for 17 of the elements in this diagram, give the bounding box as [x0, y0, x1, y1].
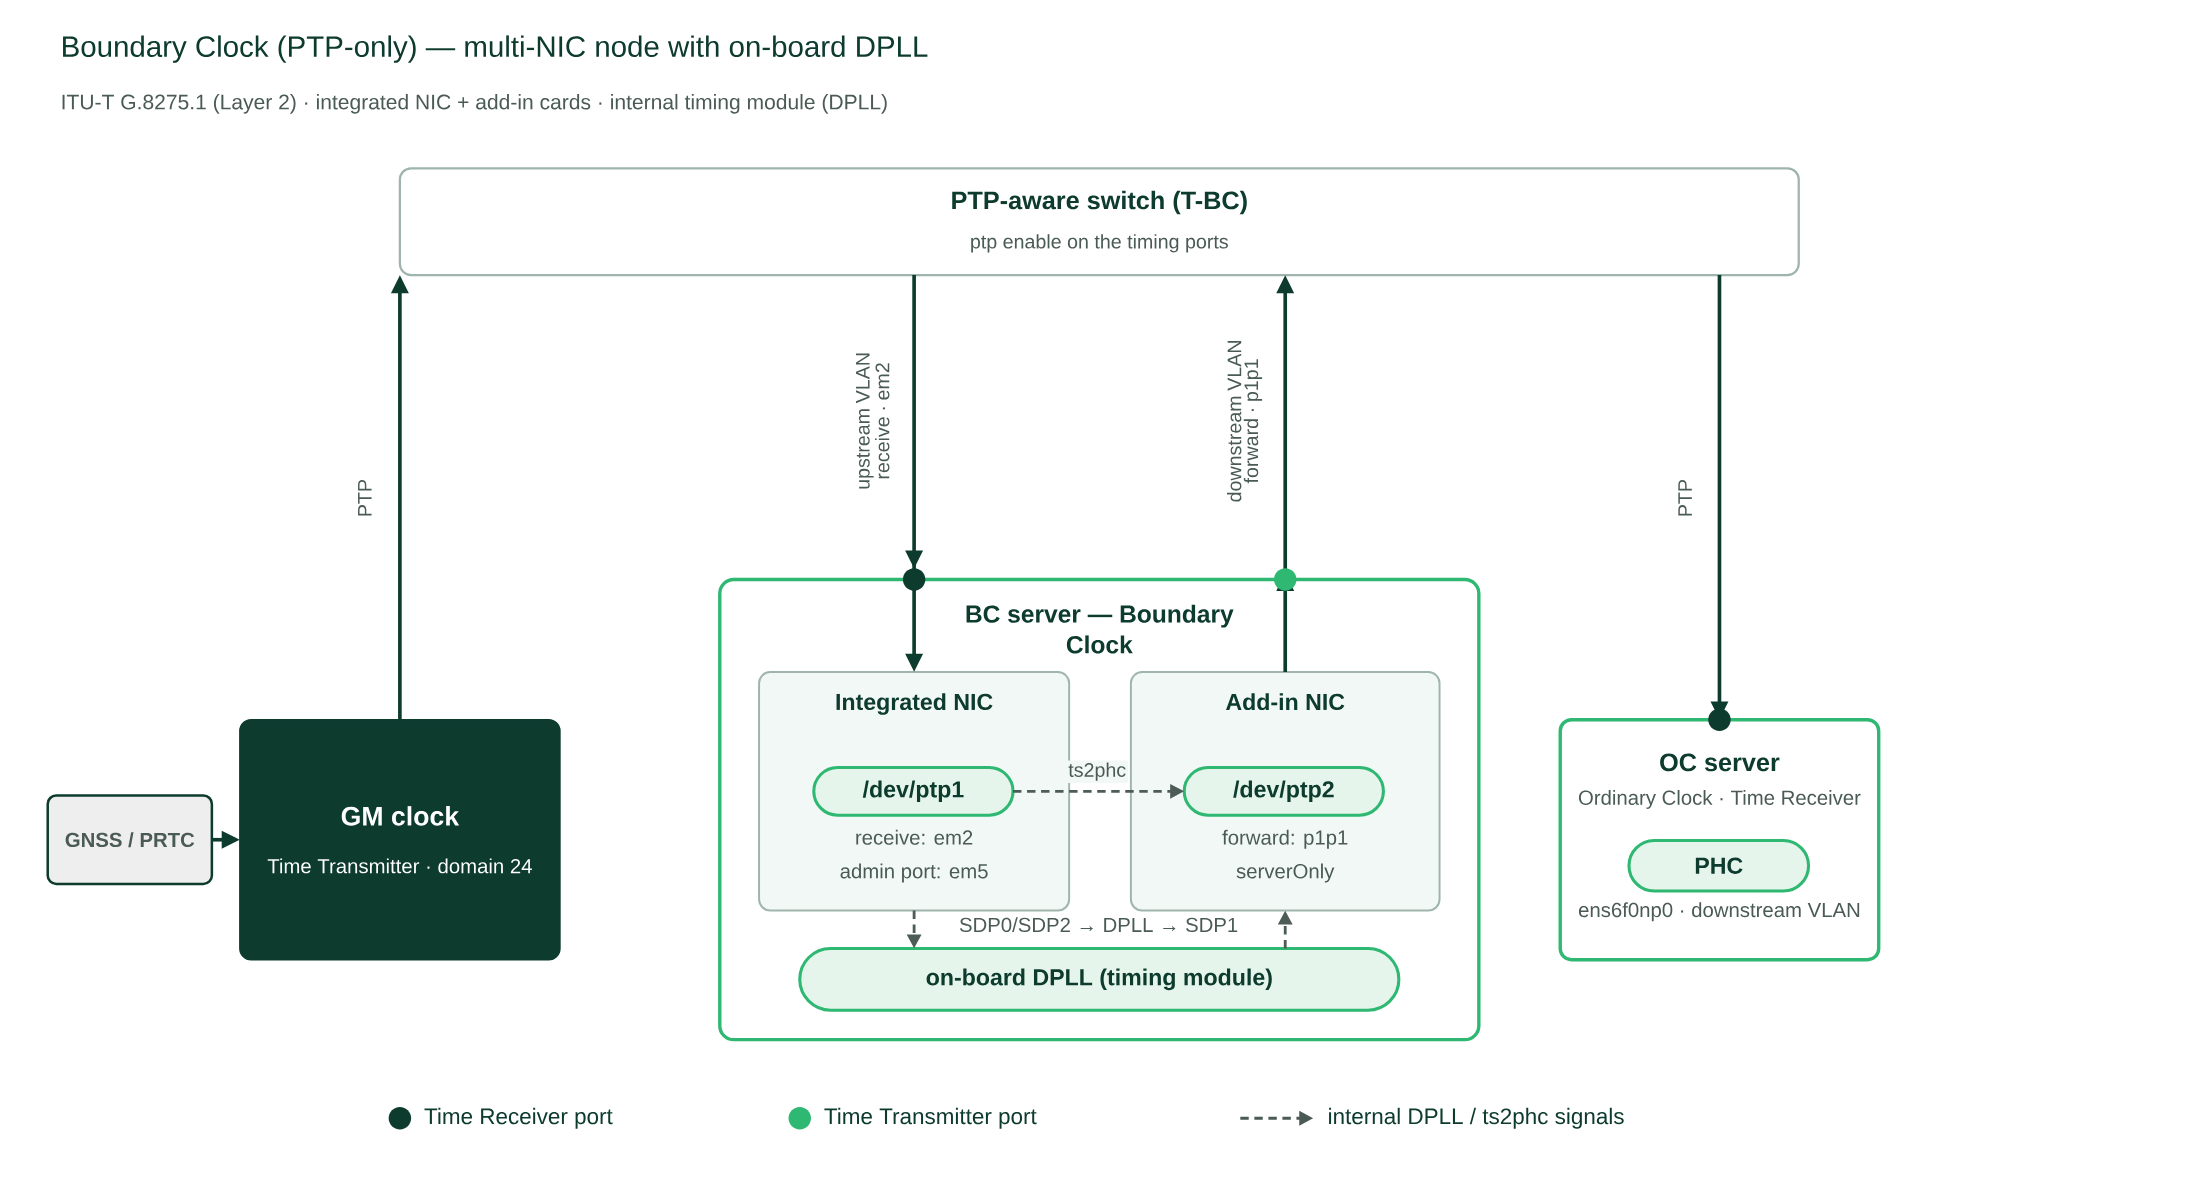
- device-pill: /dev/ptp1: [812, 766, 1015, 817]
- source-box: GNSS / PRTC: [46, 794, 214, 886]
- edge-label: ts2phc: [1066, 760, 1129, 784]
- subtitle: ITU-T G.8275.1 (Layer 2) · integrated NIC + add-in cards · internal timing module (DPLL): [62, 94, 887, 114]
- switch-box: PTP-aware switch (T-BC) ptp enable on the timing ports: [398, 167, 1800, 277]
- legend-label: Time Transmitter port: [824, 1108, 1037, 1129]
- clock-pill: PHC: [1627, 839, 1811, 893]
- device-pill: /dev/ptp2: [1182, 766, 1385, 817]
- edge-label: PTP: [355, 477, 374, 520]
- legend-label: internal DPLL / ts2phc signals: [1329, 1108, 1624, 1129]
- legend-label: Time Receiver port: [424, 1108, 613, 1129]
- edge-label: downstream VLAN forward · p1p1: [1224, 331, 1265, 511]
- edge-label: PTP: [1676, 477, 1694, 520]
- clock-box: GM clock Time Transmitter · domain 24: [239, 719, 561, 961]
- edge-label: upstream VLAN receive · em2: [853, 331, 892, 511]
- module-pill: on-board DPLL (timing module): [798, 947, 1401, 1012]
- title: Boundary Clock (PTP-only) — multi-NIC node with on-board DPLL: [63, 35, 928, 64]
